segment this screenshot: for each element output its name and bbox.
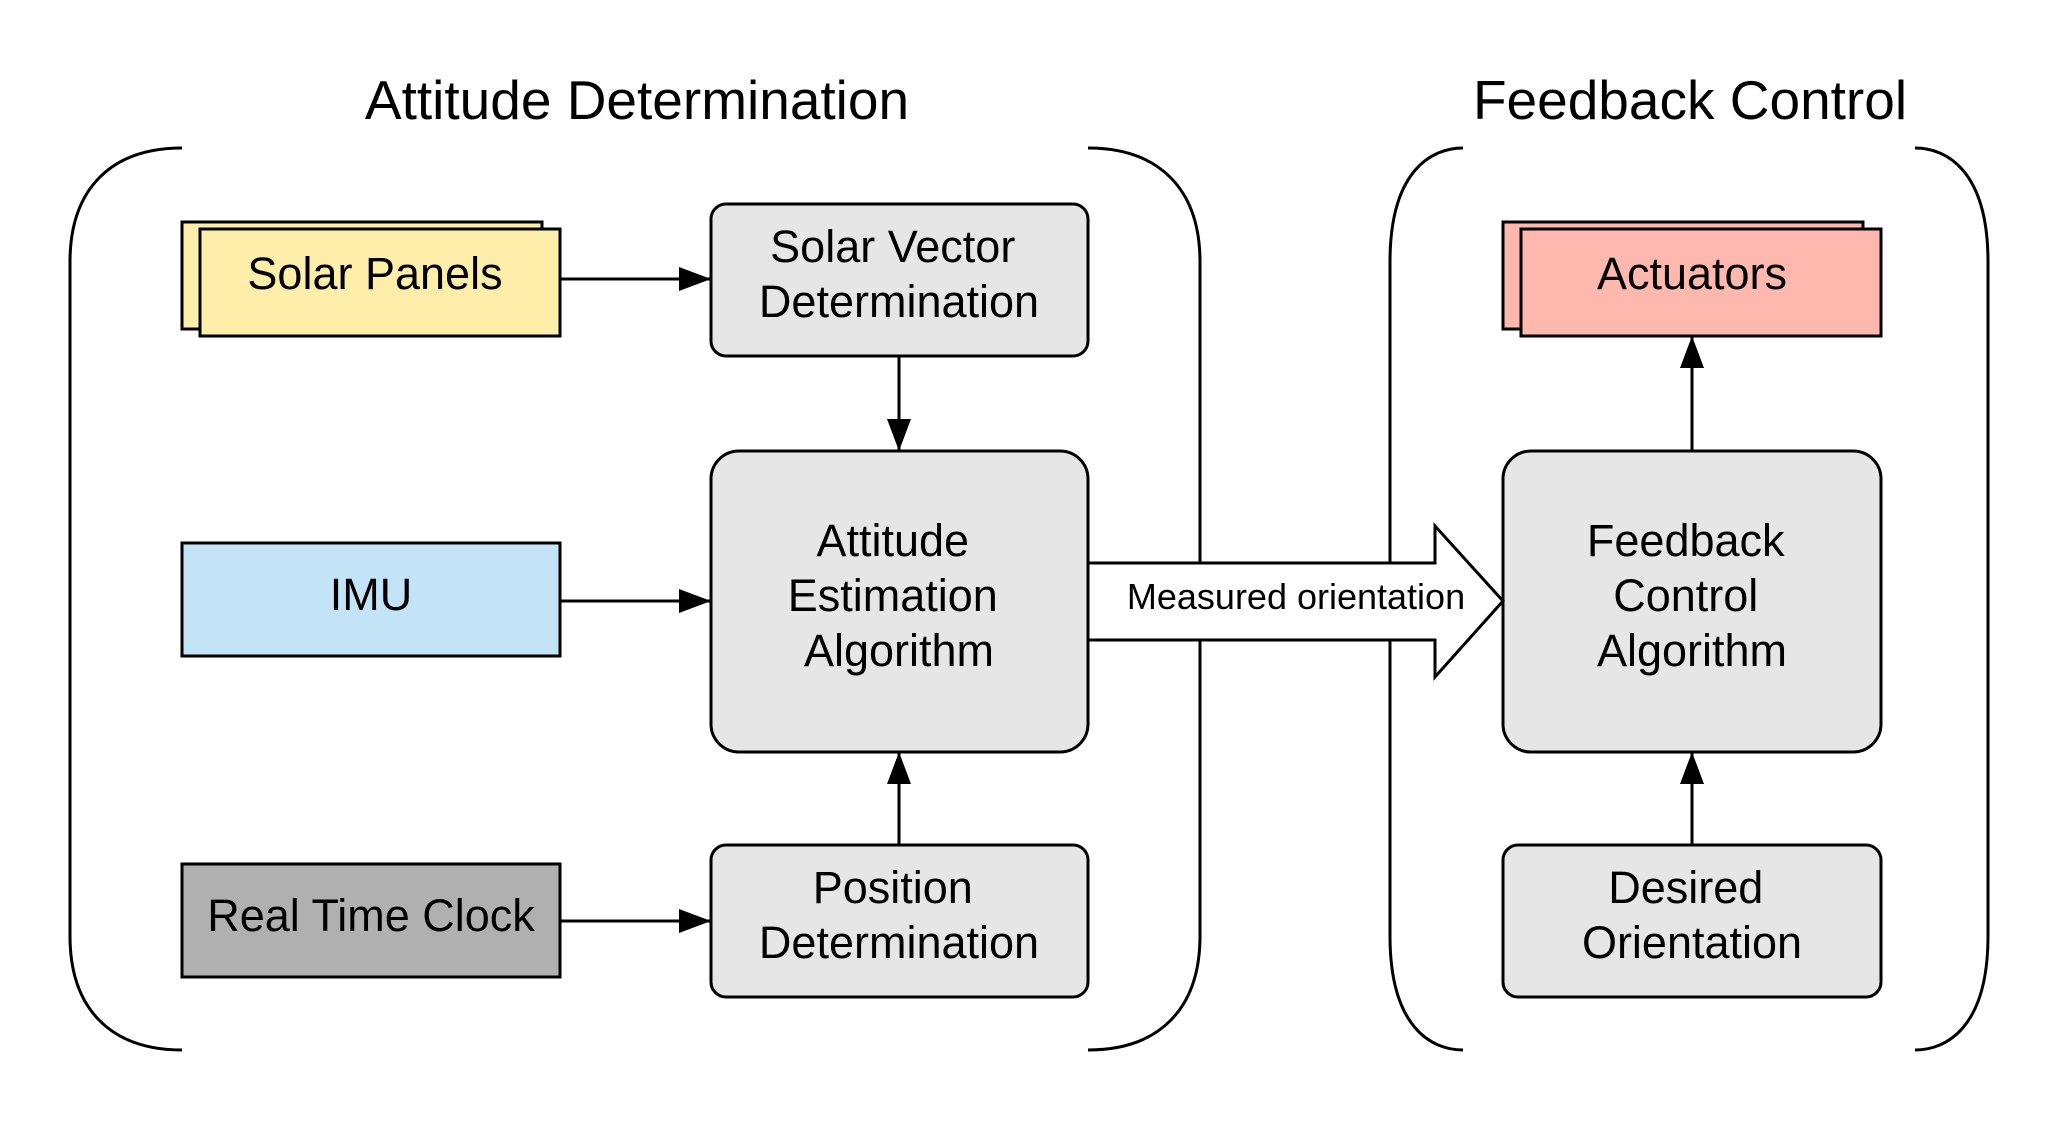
feedback-control-algorithm-box: Feedback Control Algorithm <box>1501 449 1883 754</box>
real-time-clock-label: Real Time Clock <box>207 890 535 941</box>
feedback-control-title: Feedback Control <box>1473 69 1907 131</box>
attitude-determination-title: Attitude Determination <box>365 69 909 131</box>
desired-orientation-box: Desired Orientation <box>1501 843 1883 999</box>
position-determination-box: Position Determination <box>709 843 1090 999</box>
measured-orientation-arrow: Measured orientation <box>1086 522 1506 681</box>
solar-panels-label: Solar Panels <box>247 248 502 299</box>
left-group-left-bracket <box>68 146 183 1052</box>
real-time-clock-box: Real Time Clock <box>180 862 562 979</box>
measured-orientation-label: Measured orientation <box>1127 576 1465 617</box>
feedback-control-algorithm-label: Feedback Control Algorithm <box>1587 515 1797 676</box>
solar-vector-determination-box: Solar Vector Determination <box>709 202 1090 358</box>
right-group-right-bracket <box>1914 146 1990 1052</box>
desired-orientation-label: Desired Orientation <box>1582 862 1802 968</box>
position-determination-label: Position Determination <box>759 862 1039 968</box>
actuators-box: Actuators <box>1501 220 1883 338</box>
solar-vector-determination-label: Solar Vector Determination <box>759 221 1039 327</box>
actuators-label: Actuators <box>1597 248 1787 299</box>
attitude-estimation-algorithm-label: Attitude Estimation Algorithm <box>788 515 1011 676</box>
imu-label: IMU <box>330 569 413 620</box>
imu-box: IMU <box>180 541 562 658</box>
attitude-estimation-algorithm-box: Attitude Estimation Algorithm <box>709 449 1090 754</box>
solar-panels-box: Solar Panels <box>180 220 562 338</box>
